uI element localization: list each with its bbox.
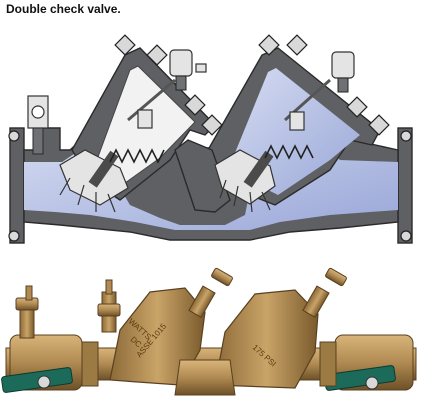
inlet-valve-handle: [1, 367, 73, 393]
photo-test-cock-3: [188, 267, 233, 319]
spring-1: [109, 148, 165, 164]
diagram-title: Double check valve.: [6, 2, 121, 16]
photo-test-cock-4: [302, 267, 347, 319]
outlet-flange: [397, 127, 413, 244]
check-disc-2: [214, 149, 276, 213]
partition-wall: [174, 139, 231, 213]
stem-1: [127, 78, 176, 122]
outlet-handle-nut: [365, 376, 379, 390]
photo-test-cock-2: [97, 279, 121, 333]
test-cock-2: [169, 49, 207, 91]
inlet-handle-nut: [37, 375, 51, 389]
stem-1-clip: [137, 109, 153, 129]
inlet-union: [81, 341, 99, 387]
test-cock-1-stem: [32, 127, 44, 155]
test-cock-1-dial: [31, 105, 45, 119]
outlet-union: [319, 341, 337, 387]
stem-2-clip: [289, 111, 305, 131]
photo-test-cock-1: [15, 285, 39, 339]
test-cock-3: [331, 51, 355, 93]
center-elbow: [174, 359, 236, 396]
inlet-flange: [9, 127, 25, 244]
check-body-2: [214, 289, 319, 389]
cutaway-diagram: [8, 34, 413, 244]
spring-2: [264, 144, 314, 160]
bonnet-bolts: [8, 34, 412, 242]
assembly-photo: WATTS DC ASSE 1015 175 PSI: [1, 267, 417, 396]
